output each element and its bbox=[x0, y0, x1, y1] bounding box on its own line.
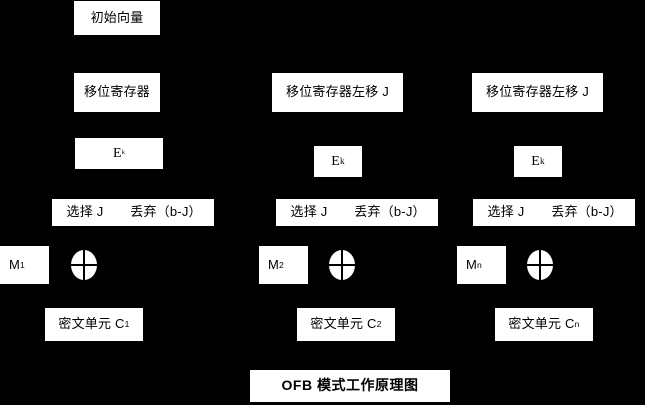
cipher-function-subscript-1: k bbox=[121, 149, 126, 157]
ciphertext-label-2: 密文单元 C bbox=[310, 316, 377, 332]
shift-register-box-3: 移位寄存器左移 J bbox=[472, 73, 603, 112]
ciphertext-subscript-2: 2 bbox=[376, 319, 382, 330]
select-label-3: 选择 J bbox=[487, 204, 525, 220]
message-subscript-1: 1 bbox=[20, 259, 26, 270]
cipher-function-subscript-2: k bbox=[339, 155, 345, 166]
xor-icon-3 bbox=[527, 250, 553, 280]
message-subscript-2: 2 bbox=[279, 259, 285, 270]
message-label-2: M bbox=[268, 256, 280, 272]
cipher-function-label-1: E bbox=[112, 145, 122, 161]
diagram-title: OFB 模式工作原理图 bbox=[281, 377, 419, 394]
xor-icon-2 bbox=[329, 250, 355, 280]
shift-register-label-2: 移位寄存器左移 J bbox=[286, 84, 389, 100]
shift-register-label-1: 移位寄存器 bbox=[83, 84, 150, 100]
discard-box-1: 丢弃（b-J） bbox=[118, 199, 214, 226]
ciphertext-label-1: 密文单元 C bbox=[58, 316, 125, 332]
shift-register-box-1: 移位寄存器 bbox=[74, 73, 160, 112]
select-label-1: 选择 J bbox=[66, 204, 104, 220]
select-box-2: 选择 J bbox=[276, 199, 342, 226]
message-subscript-3: n bbox=[477, 259, 483, 270]
select-box-1: 选择 J bbox=[52, 199, 118, 226]
initial-vector-label: 初始向量 bbox=[90, 9, 144, 25]
cipher-function-label-2: E bbox=[331, 153, 340, 169]
message-label-3: M bbox=[466, 256, 478, 272]
cipher-function-subscript-3: k bbox=[539, 155, 545, 166]
message-label-1: M bbox=[9, 256, 21, 272]
xor-icon-1 bbox=[71, 250, 97, 280]
shift-register-label-3: 移位寄存器左移 J bbox=[486, 84, 589, 100]
select-label-2: 选择 J bbox=[290, 204, 328, 220]
diagram-title-box: OFB 模式工作原理图 bbox=[250, 370, 450, 402]
ciphertext-subscript-3: n bbox=[574, 319, 580, 330]
ciphertext-label-3: 密文单元 C bbox=[508, 316, 575, 332]
shift-register-box-2: 移位寄存器左移 J bbox=[272, 73, 403, 112]
discard-box-2: 丢弃（b-J） bbox=[342, 199, 438, 226]
select-box-3: 选择 J bbox=[473, 199, 539, 226]
discard-label-2: 丢弃（b-J） bbox=[354, 204, 426, 220]
initial-vector-box: 初始向量 bbox=[74, 1, 160, 35]
discard-box-3: 丢弃（b-J） bbox=[539, 199, 635, 226]
discard-label-3: 丢弃（b-J） bbox=[551, 204, 623, 220]
cipher-function-label-3: E bbox=[531, 153, 540, 169]
ciphertext-subscript-1: 1 bbox=[124, 319, 130, 330]
discard-label-1: 丢弃（b-J） bbox=[130, 204, 202, 220]
